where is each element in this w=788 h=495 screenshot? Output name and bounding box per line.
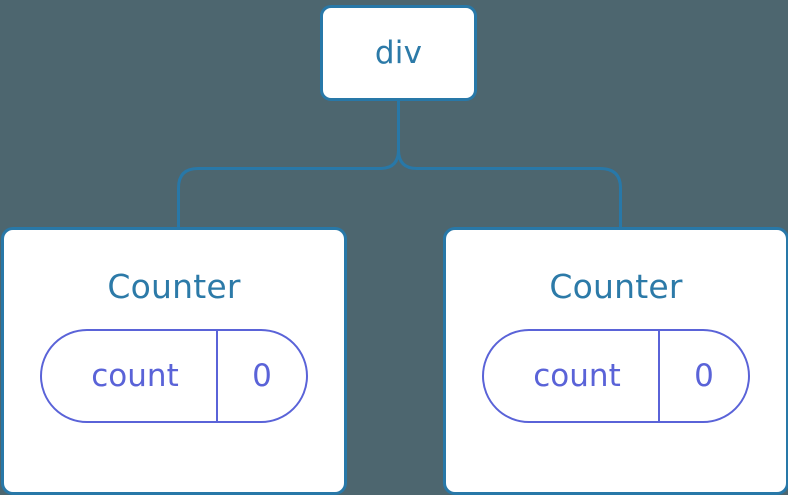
node-counter-left-label: Counter xyxy=(107,267,241,306)
state-pill-right[interactable]: count 0 xyxy=(482,329,750,423)
state-key-left: count xyxy=(42,331,218,421)
node-counter-right[interactable]: Counter count 0 xyxy=(443,227,788,495)
state-value-left: 0 xyxy=(252,357,272,394)
edge-to-right-child xyxy=(397,148,622,230)
node-counter-left[interactable]: Counter count 0 xyxy=(1,227,347,495)
edge-trunk xyxy=(177,99,400,230)
state-value-right: 0 xyxy=(694,357,714,394)
state-key-right: count xyxy=(484,331,660,421)
state-pill-left[interactable]: count 0 xyxy=(40,329,308,423)
node-div-label: div xyxy=(374,34,423,71)
node-counter-right-label: Counter xyxy=(549,267,683,306)
node-div[interactable]: div xyxy=(320,5,477,101)
